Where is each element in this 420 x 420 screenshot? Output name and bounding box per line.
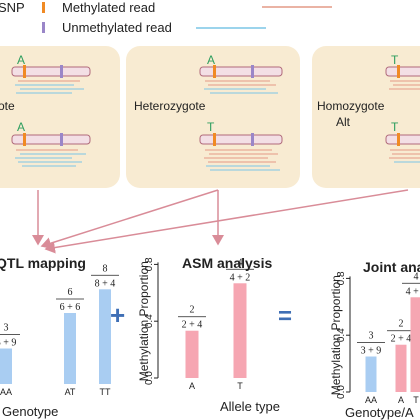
x-axis-label: Allele type <box>220 399 280 414</box>
fraction-denominator: 3 + 9 <box>361 346 382 357</box>
arrow-to-qtl-from-middle <box>40 189 219 249</box>
panel-genotype-label: Heterozygote <box>134 99 206 113</box>
panel-heterozygote: Heterozygote A T <box>126 46 300 188</box>
chromosome-bar <box>385 66 420 77</box>
snp-marker <box>23 65 26 78</box>
legend-methylated-snp-mark <box>42 2 45 13</box>
flow-arrows <box>32 189 409 254</box>
chromosome-bar <box>11 134 91 145</box>
x-tick-label: AT <box>65 387 76 397</box>
read-group-bottom: T <box>199 120 283 171</box>
equals-operator: = <box>278 303 292 330</box>
snp-marker <box>213 65 216 78</box>
arrow-to-qtl-from-right <box>44 189 409 254</box>
bar-t <box>410 297 420 392</box>
y-tick-label: 0.4 <box>336 328 347 342</box>
chromosome-bar <box>385 134 420 145</box>
read-group-top: A <box>199 53 283 94</box>
x-tick-label: A <box>189 381 195 391</box>
fraction-numerator: 4 <box>238 257 243 268</box>
x-tick-label: AA <box>0 387 12 397</box>
legend-snp-label: SNP <box>0 0 25 15</box>
bar-t <box>233 283 247 378</box>
bar-a <box>395 344 407 392</box>
fraction-numerator: 6 <box>68 287 73 298</box>
legend-unmethylated-snp-mark <box>42 22 45 33</box>
bar-tt <box>99 289 111 384</box>
panel-genotype-label: ote <box>0 99 15 113</box>
allele-letter: A <box>17 120 25 134</box>
joint-section-title: Joint ana <box>363 259 420 275</box>
read-group-bottom: T <box>385 120 420 163</box>
x-tick-label: TT <box>100 387 111 397</box>
y-tick-label: 0.4 <box>144 314 155 328</box>
snp-marker <box>397 133 400 146</box>
y-axis-label: Methylation Proportion <box>329 275 343 395</box>
legend: SNP Methylated read Unmethylated read <box>0 0 332 35</box>
y-tick-label: 0.0 <box>336 385 347 399</box>
fraction-numerator: 3 <box>369 331 374 342</box>
fraction-numerator: 2 <box>399 319 404 330</box>
fraction-denominator: 3 + 9 <box>0 338 16 349</box>
fraction-denominator: 6 + 6 <box>60 302 81 313</box>
fraction-numerator: 3 <box>4 323 9 334</box>
allele-letter: T <box>207 120 215 134</box>
cpg-marker <box>60 133 63 146</box>
y-tick-label: 0.0 <box>144 371 155 385</box>
fraction-denominator: 8 + 4 <box>95 278 116 289</box>
plus-operator: + <box>110 300 125 330</box>
asm-section-title: ASM analysis <box>182 255 272 271</box>
panel-genotype-label: Homozygote <box>317 99 385 113</box>
allele-letter: A <box>17 53 25 67</box>
panel-homozygote-ref: ote A A <box>0 46 120 188</box>
y-tick-label: 0.8 <box>144 257 155 271</box>
x-axis-label: Genotype <box>2 404 58 419</box>
y-axis-label: Methylation Proportion <box>137 261 151 381</box>
snp-marker <box>397 65 400 78</box>
fraction-denominator: 4 + 2 <box>230 272 251 283</box>
bar-at <box>64 313 76 384</box>
bar-aa <box>365 356 377 392</box>
panel-homozygote-alt: Homozygote Alt T T <box>312 46 420 188</box>
read-group-bottom: A <box>11 120 91 167</box>
read-group-top: A <box>11 53 91 94</box>
bar-aa <box>0 348 12 384</box>
qtl-bar-chart: AA 3 3 + 9 AT 6 6 + 6 TT 8 8 + 4 Genotype <box>0 263 119 419</box>
fraction-denominator: 2 + 4 <box>391 334 412 345</box>
x-tick-label: T <box>413 395 419 405</box>
bar-a <box>185 330 199 378</box>
fraction-denominator: 4 + 2 <box>406 286 420 297</box>
fraction-numerator: 2 <box>190 305 195 316</box>
fraction-numerator: 4 <box>414 271 419 282</box>
x-axis-label: Genotype/A <box>345 405 414 420</box>
snp-marker <box>23 133 26 146</box>
cpg-marker <box>251 65 254 78</box>
chromosome-bar <box>199 134 283 145</box>
fraction-denominator: 2 + 4 <box>182 320 203 331</box>
allele-letter: T <box>391 53 399 67</box>
panel-genotype-sublabel: Alt <box>336 115 351 129</box>
y-tick-label: 0.8 <box>336 271 347 285</box>
x-tick-label: AA <box>365 395 377 405</box>
legend-methylated-label: Methylated read <box>62 0 155 15</box>
cpg-marker <box>60 65 63 78</box>
chromosome-bar <box>11 66 91 77</box>
allele-letter: T <box>391 120 399 134</box>
x-tick-label: A <box>398 395 404 405</box>
legend-unmethylated-label: Unmethylated read <box>62 20 172 35</box>
panel-background <box>0 46 120 188</box>
panel-background <box>312 46 420 188</box>
allele-letter: A <box>207 53 215 67</box>
cpg-marker <box>251 133 254 146</box>
x-tick-label: T <box>237 381 243 391</box>
fraction-numerator: 8 <box>103 263 108 274</box>
snp-marker <box>213 133 216 146</box>
read-group-top: T <box>385 53 420 90</box>
chromosome-bar <box>199 66 283 77</box>
qtl-section-title: QTL mapping <box>0 255 86 271</box>
